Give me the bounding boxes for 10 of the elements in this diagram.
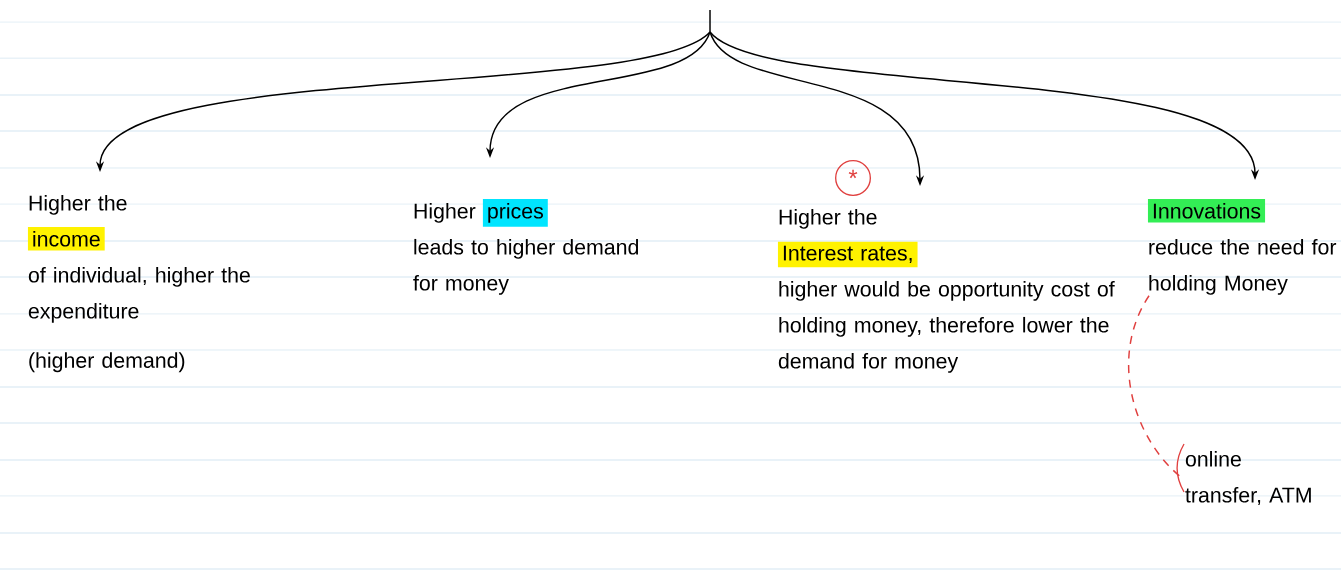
highlighted-word: income <box>27 226 105 251</box>
circled-asterisk: * <box>835 160 871 196</box>
note-text: online transfer, ATM <box>1185 450 1311 506</box>
highlighted-word: Innovations <box>1147 198 1266 223</box>
note-text: Higher the Interest rates, higher would be opportunity cost of holding money, therefore lower the demand for money <box>777 208 1115 373</box>
highlighted-word: Interest rates, <box>777 241 918 268</box>
note-text: Higher prices leads to higher demand for money <box>413 198 639 295</box>
note-text: Higher the income of individual, higher the expenditure (higher demand) <box>27 194 250 373</box>
note-text: Innovations reduce the need for holding Money <box>1147 198 1337 295</box>
highlighted-word: prices <box>482 198 548 227</box>
